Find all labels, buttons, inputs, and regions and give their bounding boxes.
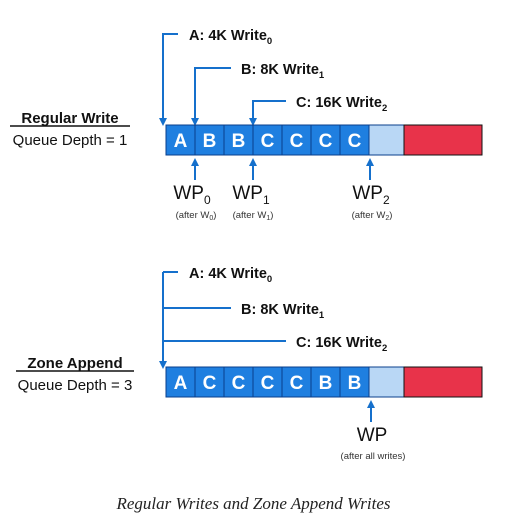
- regular-zone-end: [403, 124, 483, 156]
- regular-free-space: [368, 124, 405, 156]
- regular-queue-depth: Queue Depth = 1: [13, 132, 128, 149]
- append-block-label: B: [319, 373, 333, 394]
- regular-block-bar: A B B C C C C: [165, 124, 483, 156]
- regular-block-label: B: [232, 131, 246, 152]
- regular-block-label: A: [174, 131, 188, 152]
- append-queue-depth: Queue Depth = 3: [18, 377, 133, 394]
- regular-write-b-label: B: 8K Write1: [241, 62, 325, 81]
- regular-write-a-arrow: [159, 33, 178, 126]
- append-wp-note: (after all writes): [341, 451, 406, 462]
- append-zone-end: [403, 366, 483, 398]
- regular-write-b-arrow: [191, 67, 231, 126]
- append-block-label: C: [232, 373, 246, 394]
- append-block-label: C: [203, 373, 217, 394]
- wp1-note: (after W1): [233, 210, 274, 222]
- regular-block-label: C: [319, 131, 333, 152]
- regular-block: [223, 124, 254, 156]
- regular-block-label: C: [348, 131, 362, 152]
- append-block: [223, 366, 254, 398]
- figure-caption: Regular Writes and Zone Append Writes: [116, 494, 391, 513]
- zone-append-title: Zone Append: [27, 355, 122, 372]
- append-block-bar: A C C C C B B: [165, 366, 483, 398]
- regular-block-label: C: [261, 131, 275, 152]
- wp2-note: (after W2): [352, 210, 393, 222]
- regular-write-a-label: A: 4K Write0: [189, 28, 272, 47]
- regular-write-title: Regular Write: [21, 110, 118, 127]
- regular-write-c-arrow: [249, 100, 286, 126]
- append-block: [310, 366, 341, 398]
- append-block-label: C: [290, 373, 304, 394]
- regular-block: [194, 124, 225, 156]
- regular-block-label: C: [290, 131, 304, 152]
- append-free-space: [368, 366, 405, 398]
- append-block-label: B: [348, 373, 362, 394]
- wp1-label: WP1: [232, 183, 270, 207]
- append-write-a-label: A: 4K Write0: [189, 266, 272, 285]
- append-block: [194, 366, 225, 398]
- regular-write-c-label: C: 16K Write2: [296, 95, 387, 114]
- wp0-note: (after W0): [176, 210, 217, 222]
- wp2-label: WP2: [352, 183, 390, 207]
- regular-block-label: B: [203, 131, 217, 152]
- append-block-label: A: [174, 373, 188, 394]
- append-wp-label: WP: [357, 425, 388, 446]
- append-write-b-label: B: 8K Write1: [241, 302, 325, 321]
- append-write-c-label: C: 16K Write2: [296, 335, 387, 354]
- append-block: [252, 366, 283, 398]
- wp0-label: WP0: [173, 183, 211, 207]
- append-block-label: C: [261, 373, 275, 394]
